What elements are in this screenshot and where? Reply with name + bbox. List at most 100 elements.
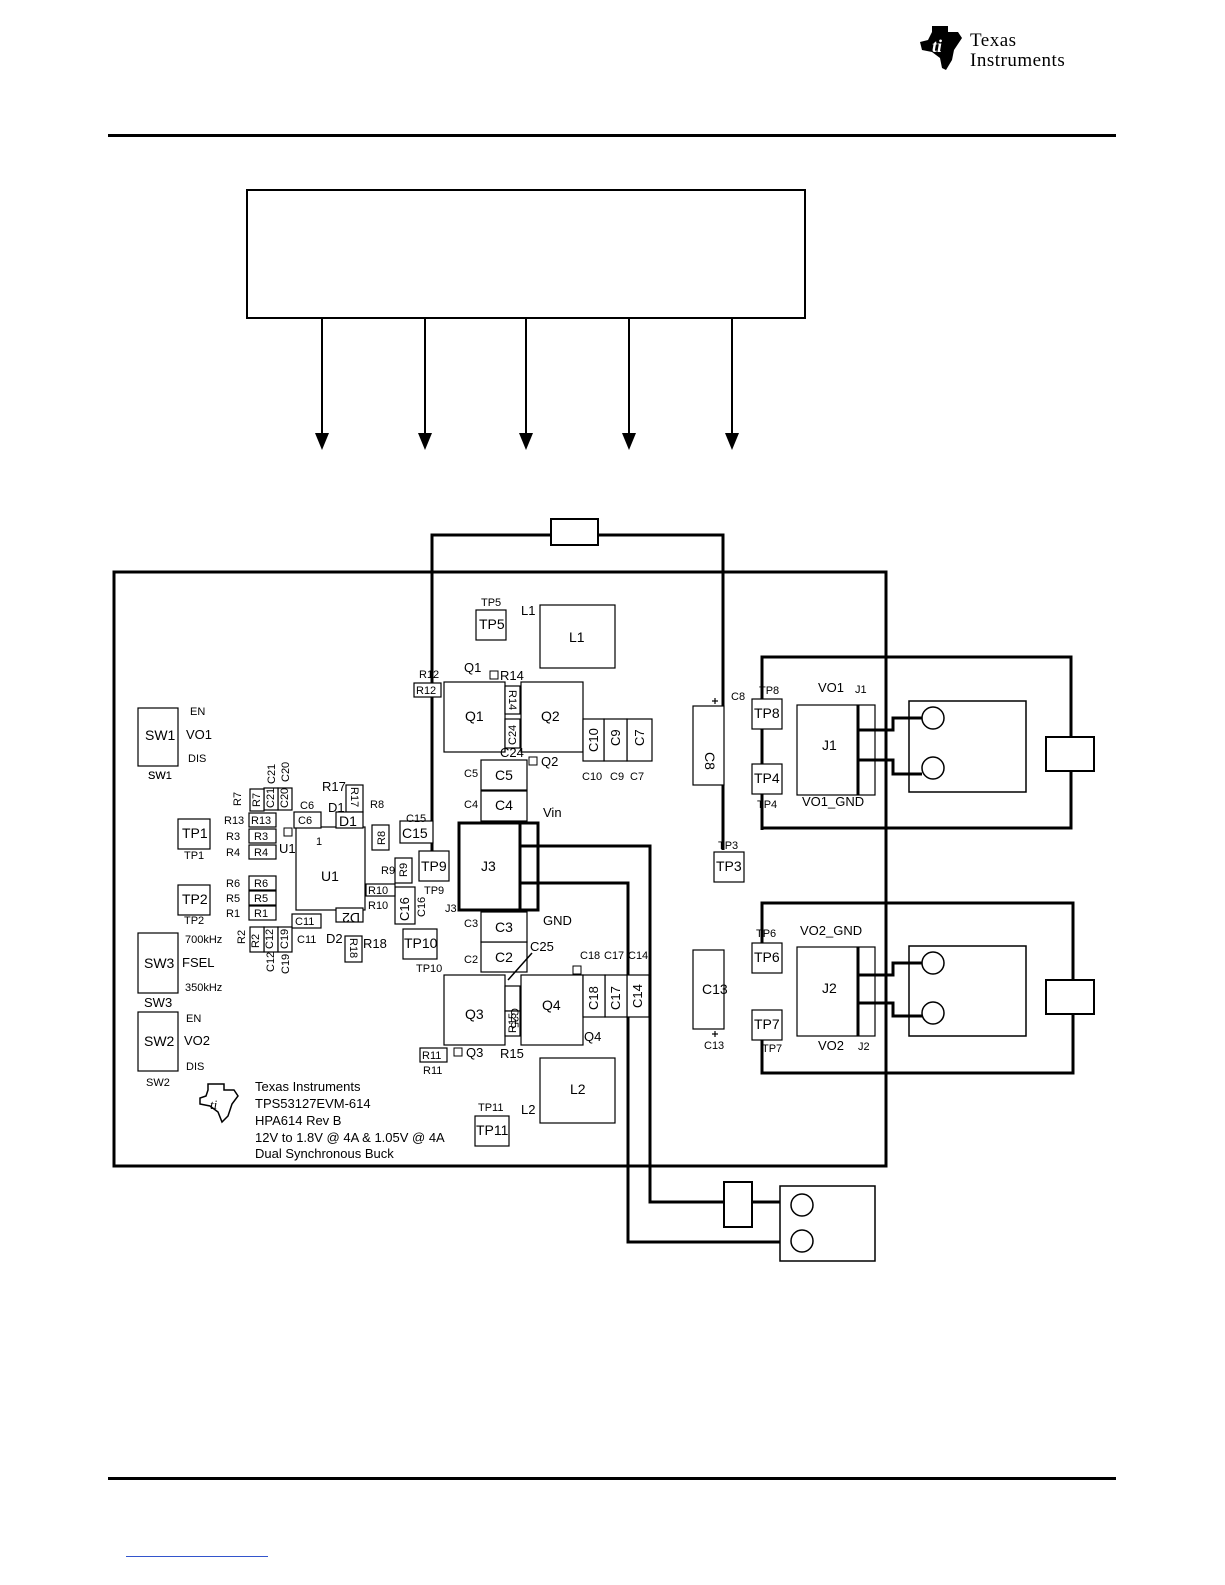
c15-designator: C15 <box>402 825 428 841</box>
tp3-designator: TP3 <box>716 858 742 874</box>
footer-rule <box>108 1477 1116 1480</box>
r9-designator: R9 <box>398 863 410 877</box>
c14-designator: C14 <box>628 950 648 962</box>
d1-designator: D1 <box>339 813 357 829</box>
tp3-designator: TP3 <box>718 840 738 852</box>
c18-designator: C18 <box>580 950 600 962</box>
board-ti-logo-icon: ti <box>199 1083 239 1124</box>
output-terminal-block-1 <box>908 700 1027 793</box>
r14-designator: R14 <box>506 690 518 710</box>
vo1-net-label: VO1 <box>818 680 844 695</box>
tp5-designator: TP5 <box>479 616 505 632</box>
tp9-designator: TP9 <box>421 858 447 874</box>
j2-designator: J2 <box>858 1041 870 1053</box>
tp5-designator: TP5 <box>481 597 501 609</box>
vin-label: Vin <box>543 805 562 820</box>
input-terminal-block <box>779 1185 876 1262</box>
j1-designator: J1 <box>855 684 867 696</box>
q1-designator: Q1 <box>465 708 484 724</box>
c8-designator: C8 <box>702 752 718 770</box>
svg-text:ti: ti <box>210 1097 218 1112</box>
d2-designator: D2 <box>326 931 343 946</box>
c12-designator: C12 <box>265 952 277 972</box>
tp8-designator: TP8 <box>754 705 780 721</box>
silkscreen-line-4: 12V to 1.8V @ 4A & 1.05V @ 4A <box>255 1130 445 1145</box>
r8-designator: R8 <box>370 799 384 811</box>
c24-designator: C24 <box>500 745 524 760</box>
r17-designator: R17 <box>322 779 346 794</box>
brand-line-2: Instruments <box>970 50 1066 71</box>
ti-logo: ti Texas Instruments <box>918 22 1108 74</box>
silkscreen-line-3: HPA614 Rev B <box>255 1113 341 1128</box>
u1-designator: U1 <box>279 841 296 856</box>
d1-designator: D1 <box>328 800 345 815</box>
footer-link-underline[interactable] <box>126 1556 268 1557</box>
c20-designator: C20 <box>280 762 292 782</box>
c5-designator: C5 <box>464 768 478 780</box>
c9-designator: C9 <box>608 729 623 746</box>
r7-designator: R7 <box>232 792 244 806</box>
component-bodies <box>137 604 876 1147</box>
c25-designator: C25 <box>508 1008 520 1028</box>
vo2-net-label: VO2 <box>818 1038 844 1053</box>
r6-designator: R6 <box>226 878 240 890</box>
r18-designator: R18 <box>363 936 387 951</box>
r11-designator: R11 <box>423 1065 442 1077</box>
l1-designator: L1 <box>521 603 535 618</box>
en2-label: EN <box>186 1013 201 1025</box>
q3-designator: Q3 <box>465 1006 484 1022</box>
pin1-markers <box>283 670 582 1057</box>
j2-designator: J2 <box>822 980 837 996</box>
c24-designator: C24 <box>507 725 519 745</box>
silkscreen-line-1: Texas Instruments <box>255 1079 361 1094</box>
c6-designator: C6 <box>298 815 312 827</box>
vo2-gnd-label: VO2_GND <box>800 923 862 938</box>
r7-designator: R7 <box>251 793 263 807</box>
c16-designator: C16 <box>416 897 428 917</box>
d2-designator: D2 <box>342 910 360 926</box>
r15-designator: R15 <box>507 1013 519 1033</box>
khz350-label: 350kHz <box>185 982 222 994</box>
j1-designator: J1 <box>822 737 837 753</box>
callout-arrows <box>315 318 739 450</box>
tp1-designator: TP1 <box>184 850 204 862</box>
tp10-designator: TP10 <box>416 963 442 975</box>
r13-designator: R13 <box>224 815 244 827</box>
q4-designator: Q4 <box>584 1029 601 1044</box>
c2-designator: C2 <box>495 949 513 965</box>
r3-designator: R3 <box>226 831 240 843</box>
r13-designator: R13 <box>251 815 271 827</box>
r11-designator: R11 <box>422 1050 441 1062</box>
q3-designator: Q3 <box>466 1045 483 1060</box>
vo1-switch-label: VO1 <box>186 727 212 742</box>
q2-designator: Q2 <box>541 708 560 724</box>
silkscreen-line-2: TPS53127EVM-614 <box>255 1096 371 1111</box>
tp1-designator: TP1 <box>182 825 208 841</box>
tp4-designator: TP4 <box>754 770 780 786</box>
c10-designator: C10 <box>586 728 601 752</box>
c10-designator: C10 <box>582 771 602 783</box>
j3-pins <box>518 823 538 910</box>
sw1-below-label: SW1 <box>148 770 172 782</box>
c25-leader <box>507 952 533 981</box>
tp2-designator: TP2 <box>182 891 208 907</box>
j3-designator: J3 <box>481 858 496 874</box>
khz700-label: 700kHz <box>185 934 222 946</box>
c13-designator: C13 <box>702 981 728 997</box>
output-terminal-block-2 <box>908 945 1027 1037</box>
c8-designator: C8 <box>731 691 745 703</box>
c15-designator: C15 <box>406 813 426 825</box>
dis1-label: DIS <box>188 753 206 765</box>
c11-designator: C11 <box>295 916 314 928</box>
r12-designator: R12 <box>419 669 439 681</box>
c14-designator: C14 <box>630 984 645 1008</box>
r5-designator: R5 <box>226 893 240 905</box>
tp10-designator: TP10 <box>404 935 438 951</box>
sw2-designator: SW2 <box>144 1033 175 1049</box>
ti-logo-mark-icon: ti <box>920 26 962 70</box>
c18-designator: C18 <box>586 986 601 1010</box>
r12-designator: R12 <box>416 685 436 697</box>
sw3-below-label: SW3 <box>144 995 172 1010</box>
tp8-designator: TP8 <box>759 685 779 697</box>
